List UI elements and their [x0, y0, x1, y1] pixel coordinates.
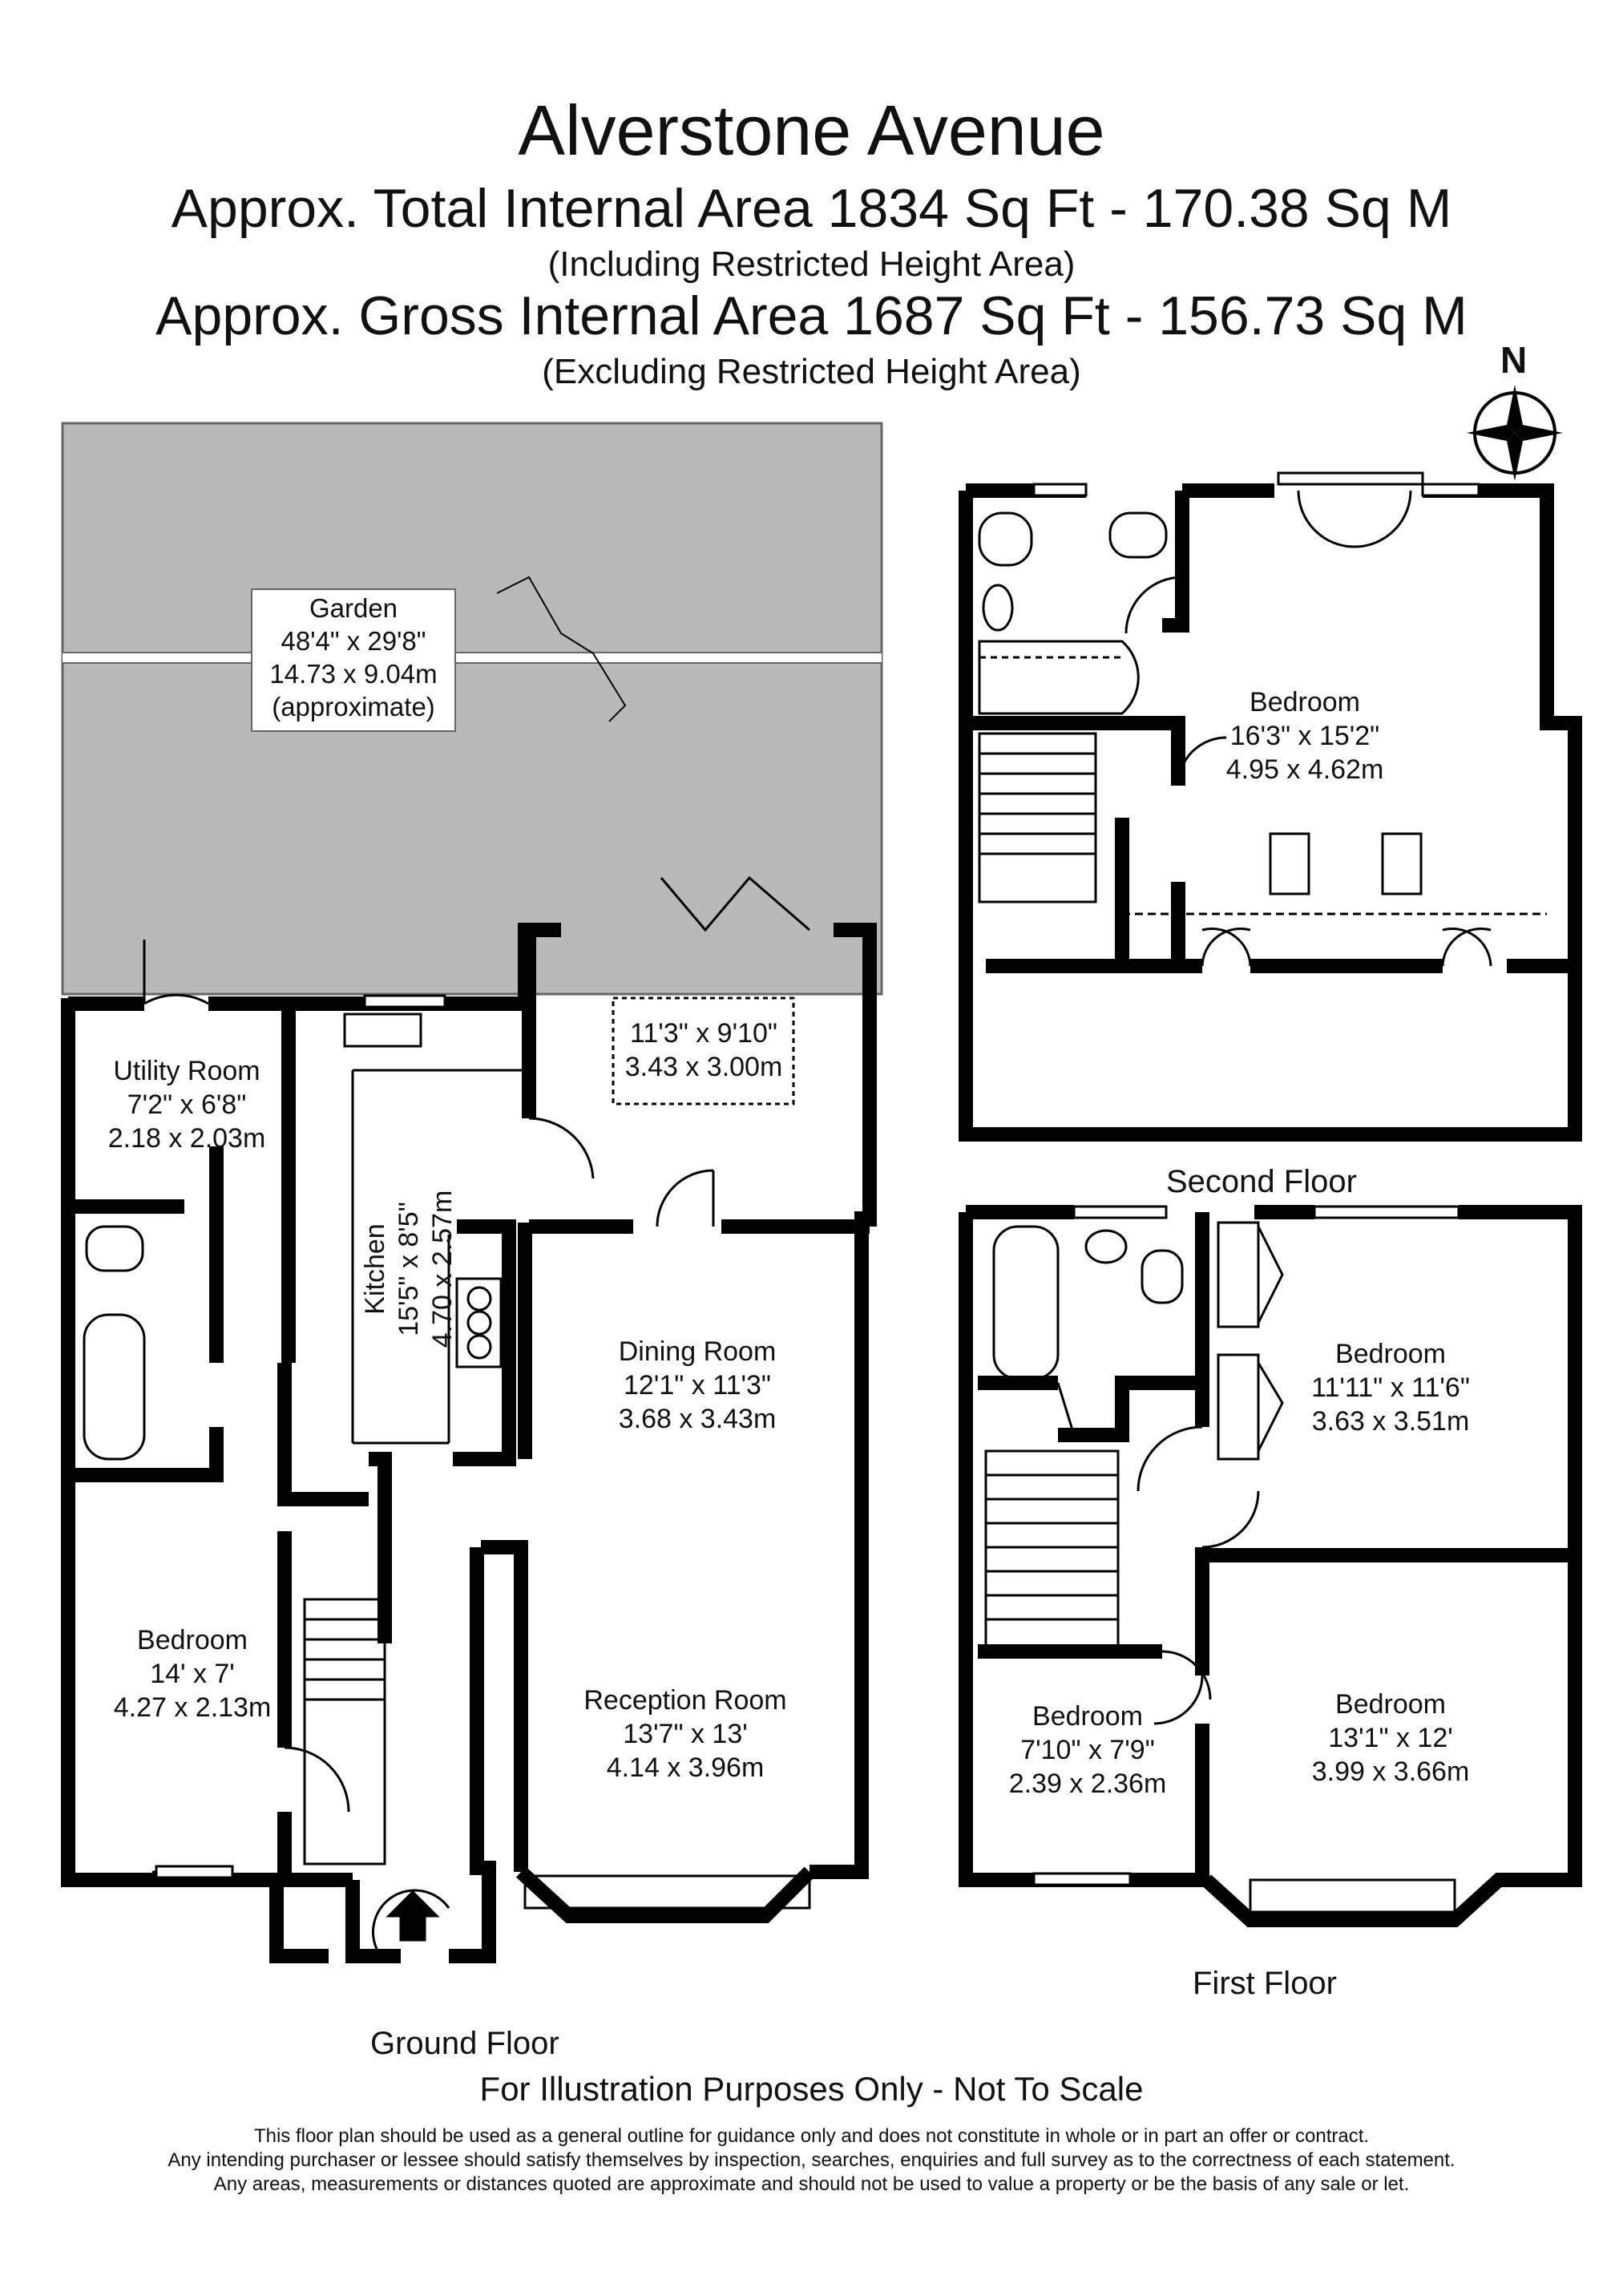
- small-bedroom-imperial: 7'10" x 7'9": [1020, 1735, 1155, 1765]
- ground-bedroom-name: Bedroom: [137, 1625, 248, 1655]
- kitchen-metric: 4.70 x 2.57m: [427, 1190, 458, 1348]
- garden-area: [61, 422, 883, 996]
- garden-note: (approximate): [272, 692, 435, 722]
- page-title: Alverstone Avenue: [518, 91, 1105, 170]
- utility-room-label: Utility Room 7'2" x 6'8" 2.18 x 2.03m: [108, 1054, 266, 1155]
- extension-imperial: 11'3" x 9'10": [630, 1018, 777, 1049]
- gross-area-note: (Excluding Restricted Height Area): [542, 352, 1081, 391]
- total-internal-area: Approx. Total Internal Area 1834 Sq Ft -…: [171, 178, 1452, 239]
- ground-floor-label: Ground Floor: [370, 2026, 559, 2061]
- second-floor-label: Second Floor: [1166, 1164, 1357, 1199]
- first-floor-fixtures: [984, 1205, 1460, 1914]
- garden-label: Garden 48'4" x 29'8" 14.73 x 9.04m (appr…: [269, 592, 437, 723]
- extension-metric: 3.43 x 3.00m: [624, 1052, 783, 1082]
- front-bedroom-imperial: 13'1" x 12': [1328, 1723, 1453, 1753]
- first-floor-label: First Floor: [1193, 1966, 1337, 2001]
- disclaimer-line-2: Any intending purchaser or lessee should…: [168, 2149, 1455, 2171]
- disclaimer-line-3: Any areas, measurements or distances quo…: [213, 2173, 1410, 2195]
- total-area-note: (Including Restricted Height Area): [547, 245, 1076, 284]
- kitchen-label: Kitchen 15'5" x 8'5" 4.70 x 2.57m: [358, 1190, 459, 1348]
- garden-name: Garden: [309, 593, 398, 623]
- first-floor-front-bedroom-label: Bedroom 13'1" x 12' 3.99 x 3.66m: [1312, 1688, 1470, 1789]
- second-bedroom-metric: 4.95 x 4.62m: [1225, 754, 1384, 785]
- second-floor-walls: [959, 483, 1582, 1142]
- scale-note: For Illustration Purposes Only - Not To …: [479, 2070, 1144, 2108]
- reception-room-name: Reception Room: [583, 1685, 787, 1716]
- extension-label: 11'3" x 9'10" 3.43 x 3.00m: [625, 1017, 783, 1084]
- second-bedroom-imperial: 16'3" x 15'2": [1229, 721, 1380, 751]
- second-bedroom-name: Bedroom: [1250, 687, 1360, 718]
- utility-room-name: Utility Room: [113, 1056, 260, 1086]
- front-bedroom-name: Bedroom: [1335, 1689, 1446, 1720]
- rear-bedroom-name: Bedroom: [1335, 1339, 1446, 1369]
- compass-north-label: N: [1500, 339, 1528, 381]
- gross-internal-area: Approx. Gross Internal Area 1687 Sq Ft -…: [155, 285, 1468, 346]
- rear-bedroom-metric: 3.63 x 3.51m: [1311, 1406, 1470, 1437]
- dining-room-metric: 3.68 x 3.43m: [618, 1404, 777, 1434]
- utility-room-metric: 2.18 x 2.03m: [107, 1123, 266, 1154]
- dining-room-imperial: 12'1" x 11'3": [624, 1370, 771, 1401]
- utility-room-imperial: 7'2" x 6'8": [127, 1089, 247, 1120]
- ground-floor-fixtures: [83, 875, 811, 1957]
- first-floor-small-bedroom-label: Bedroom 7'10" x 7'9" 2.39 x 2.36m: [1009, 1700, 1167, 1801]
- small-bedroom-metric: 2.39 x 2.36m: [1008, 1768, 1167, 1799]
- small-bedroom-name: Bedroom: [1032, 1701, 1143, 1732]
- ground-bedroom-label: Bedroom 14' x 7' 4.27 x 2.13m: [114, 1623, 272, 1724]
- ground-floor-walls: [61, 923, 877, 1963]
- ground-bedroom-imperial: 14' x 7': [150, 1659, 235, 1689]
- front-bedroom-metric: 3.99 x 3.66m: [1311, 1756, 1470, 1787]
- compass-icon: [1467, 385, 1563, 481]
- garden-imperial: 48'4" x 29'8": [281, 626, 426, 656]
- reception-room-imperial: 13'7" x 13': [623, 1719, 748, 1749]
- reception-room-label: Reception Room 13'7" x 13' 4.14 x 3.96m: [583, 1684, 786, 1785]
- dining-room-label: Dining Room 12'1" x 11'3" 3.68 x 3.43m: [619, 1335, 777, 1436]
- dining-room-name: Dining Room: [618, 1336, 777, 1367]
- rear-bedroom-imperial: 11'11" x 11'6": [1311, 1372, 1470, 1403]
- garden-metric: 14.73 x 9.04m: [269, 659, 438, 689]
- second-floor-fixtures: [978, 471, 1547, 967]
- kitchen-imperial: 15'5" x 8'5": [394, 1202, 424, 1336]
- reception-room-metric: 4.14 x 3.96m: [606, 1752, 765, 1783]
- kitchen-name: Kitchen: [360, 1223, 390, 1315]
- disclaimer-line-1: This floor plan should be used as a gene…: [253, 2125, 1370, 2147]
- ground-bedroom-metric: 4.27 x 2.13m: [113, 1692, 272, 1723]
- second-floor-bedroom-label: Bedroom 16'3" x 15'2" 4.95 x 4.62m: [1226, 685, 1384, 786]
- first-floor-rear-bedroom-label: Bedroom 11'11" x 11'6" 3.63 x 3.51m: [1311, 1337, 1470, 1438]
